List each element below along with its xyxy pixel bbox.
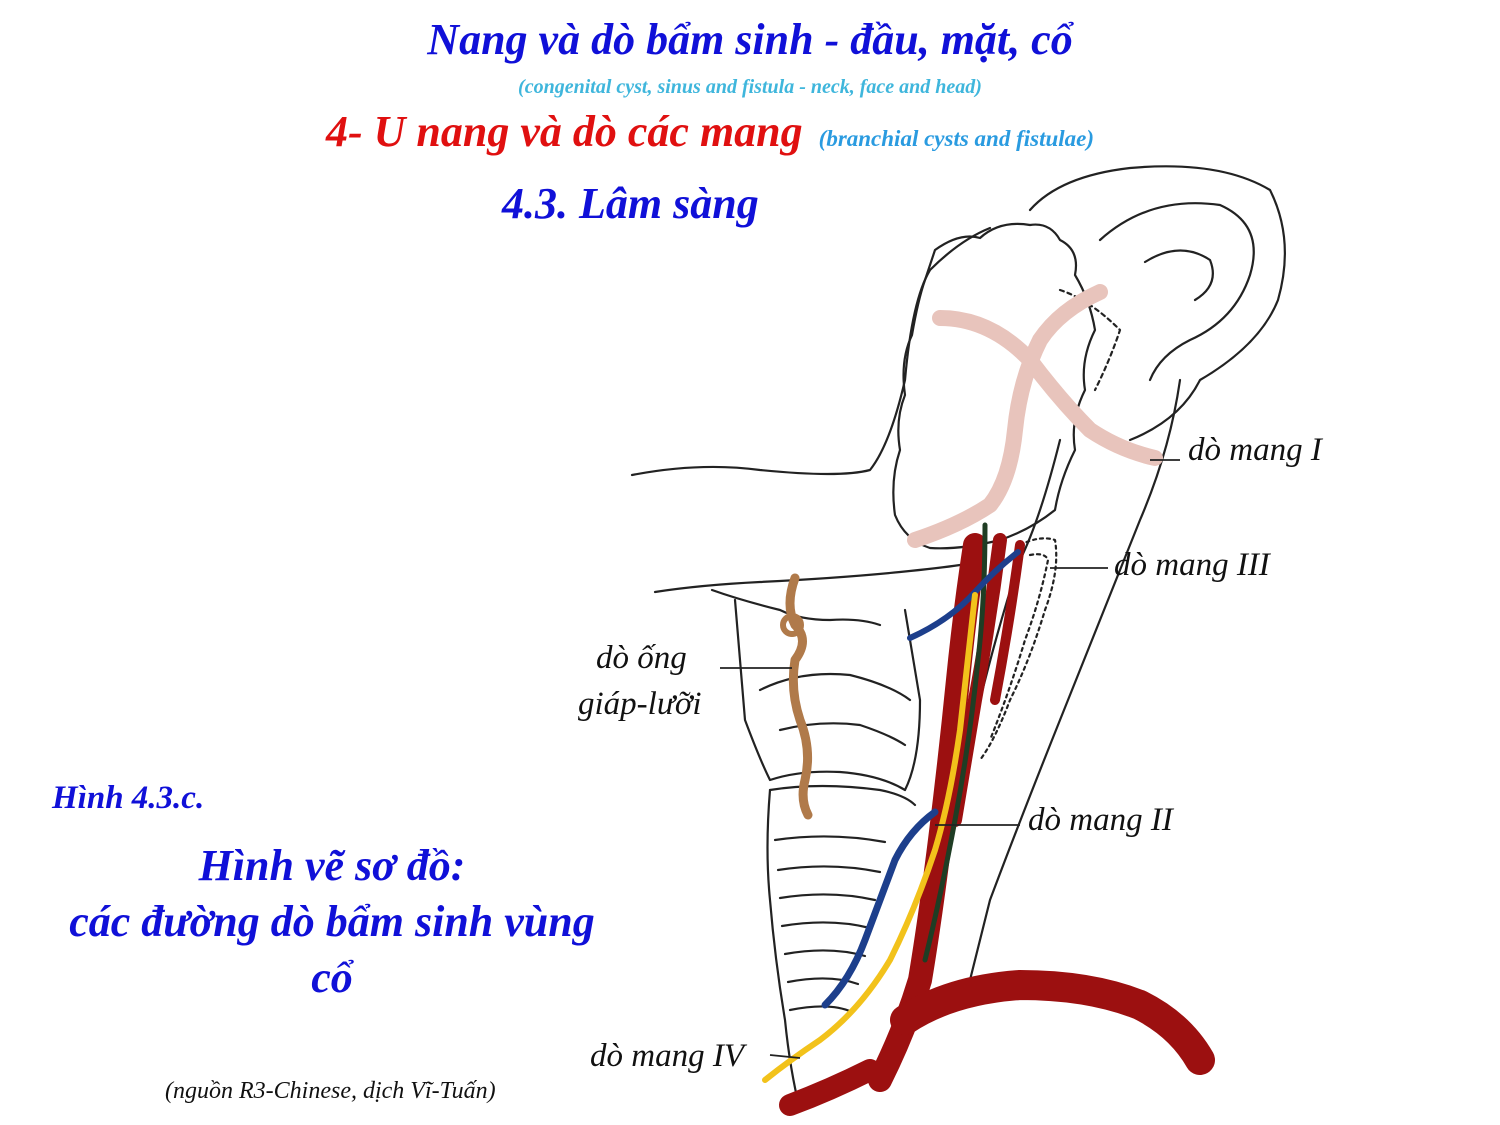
section-title: 4- U nang và dò các mang [326, 107, 803, 156]
neck-back-outline [963, 378, 1182, 1002]
neck-front-outline [653, 563, 962, 594]
page-subtitle: (congenital cyst, sinus and fistula - ne… [518, 76, 982, 98]
subclavian-artery [890, 970, 1215, 1075]
cleft-3-dotted [978, 537, 1058, 762]
subsection-title: 4.3. Lâm sàng [502, 179, 759, 228]
label-thyroglossal-line1: dò ống [596, 640, 687, 676]
parotid-outline [892, 222, 1097, 550]
figure-caption: Hình vẽ sơ đồ: các đường dò bẩm sinh vùn… [52, 838, 612, 1006]
figure-caption-line1: Hình vẽ sơ đồ: [198, 841, 466, 890]
fistula-4-path [762, 592, 978, 1083]
section-heading: 4- U nang và dò các mang (branchial cysts… [326, 106, 1094, 157]
label-thyroglossal-line2: giáp-lưỡi [578, 686, 702, 722]
section-subtitle: (branchial cysts and fistulae) [818, 126, 1095, 151]
thyroid-cartilage [733, 598, 922, 792]
figure-source: (nguồn R3-Chinese, dịch Vĩ-Tuấn) [165, 1078, 496, 1104]
label-fistula-1: dò mang I [1188, 432, 1322, 468]
label-fistula-3: dò mang III [1114, 547, 1270, 583]
page-title: Nang và dò bẩm sinh - đầu, mặt, cổ [427, 15, 1073, 64]
label-fistula-2: dò mang II [1028, 802, 1173, 838]
figure-number: Hình 4.3.c. [52, 780, 205, 816]
thyroglossal-duct-path [785, 573, 813, 820]
ear-outline [1028, 165, 1286, 442]
ear-inner [1098, 202, 1255, 382]
figure-caption-line2: các đường dò bẩm sinh vùng cổ [69, 897, 595, 1002]
vagus-nerve [922, 522, 988, 963]
label-fistula-4: dò mang IV [590, 1038, 744, 1074]
jaw-outline [630, 226, 992, 477]
fistula-2-path [821, 808, 939, 1009]
fistula-1-path [932, 310, 1163, 466]
leader-fistula-4 [769, 1054, 801, 1059]
